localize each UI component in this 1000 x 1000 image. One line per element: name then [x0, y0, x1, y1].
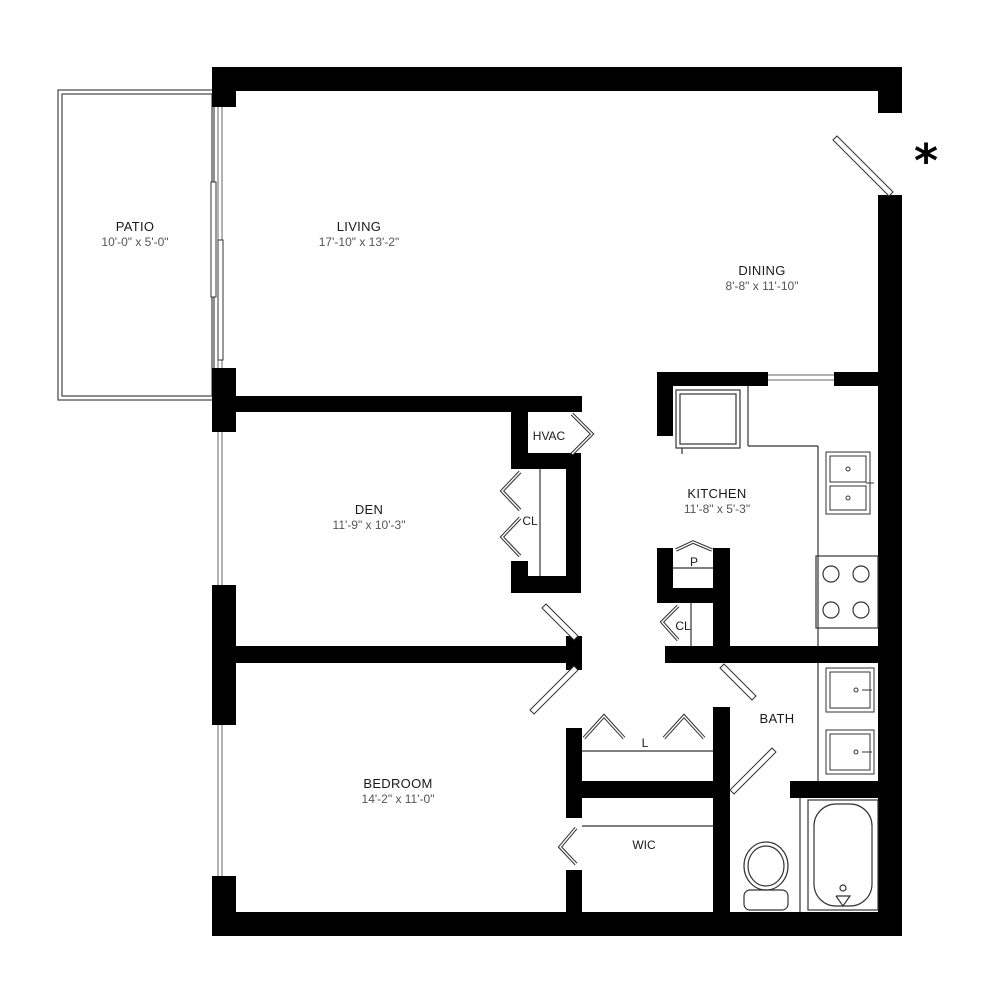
stove-icon — [815, 555, 879, 629]
bath-label: BATH — [759, 711, 795, 726]
bathtub-icon — [807, 799, 879, 911]
room-dimensions: 11'-9" x 10'-3" — [332, 517, 406, 532]
swing-doors — [529, 603, 777, 795]
wic-label: WIC — [632, 838, 656, 852]
room-name: DINING — [738, 263, 786, 278]
dining-label: DINING 8'-8" x 11'-10" — [726, 263, 799, 293]
room-name: LIVING — [336, 219, 382, 234]
room-name: PATIO — [115, 219, 155, 234]
den-closet-label: CL — [522, 514, 538, 528]
kitchen-closet-label: CL — [675, 619, 691, 633]
bifold-doors-inner — [501, 413, 713, 865]
room-dimensions: 17'-10" x 13'-2" — [318, 234, 400, 249]
kitchen-label: KITCHEN 11'-8" x 5'-3" — [684, 486, 750, 516]
sliding-door — [210, 181, 224, 361]
room-dimensions: 14'-2" x 11'-0" — [361, 791, 435, 806]
den-label: DEN 11'-9" x 10'-3" — [333, 502, 406, 532]
kitchen-sink-icon — [825, 451, 874, 515]
toilet-icon — [743, 841, 789, 911]
entry-marker: * — [914, 134, 939, 188]
bedroom-label: BEDROOM 14'-2" x 11'-0" — [362, 776, 435, 806]
room-dimensions: 10'-0" x 5'-0" — [101, 234, 169, 249]
pantry-label: P — [689, 555, 699, 569]
hvac-label: HVAC — [532, 429, 566, 443]
walls — [212, 67, 902, 936]
entry-door — [832, 135, 894, 197]
room-name: BEDROOM — [363, 776, 433, 791]
room-name: DEN — [354, 502, 384, 517]
interior-lines — [539, 386, 819, 912]
room-dimensions: 11'-8" x 5'-3" — [683, 501, 751, 516]
room-name: KITCHEN — [687, 486, 747, 501]
patio-label: PATIO 10'-0" x 5'-0" — [101, 219, 168, 249]
vanity-sinks-icon — [825, 667, 875, 775]
living-label: LIVING 17'-10" x 13'-2" — [319, 219, 399, 249]
linen-label: L — [641, 736, 649, 750]
room-dimensions: 8'-8" x 11'-10" — [725, 278, 799, 293]
refrigerator-icon — [675, 389, 741, 454]
